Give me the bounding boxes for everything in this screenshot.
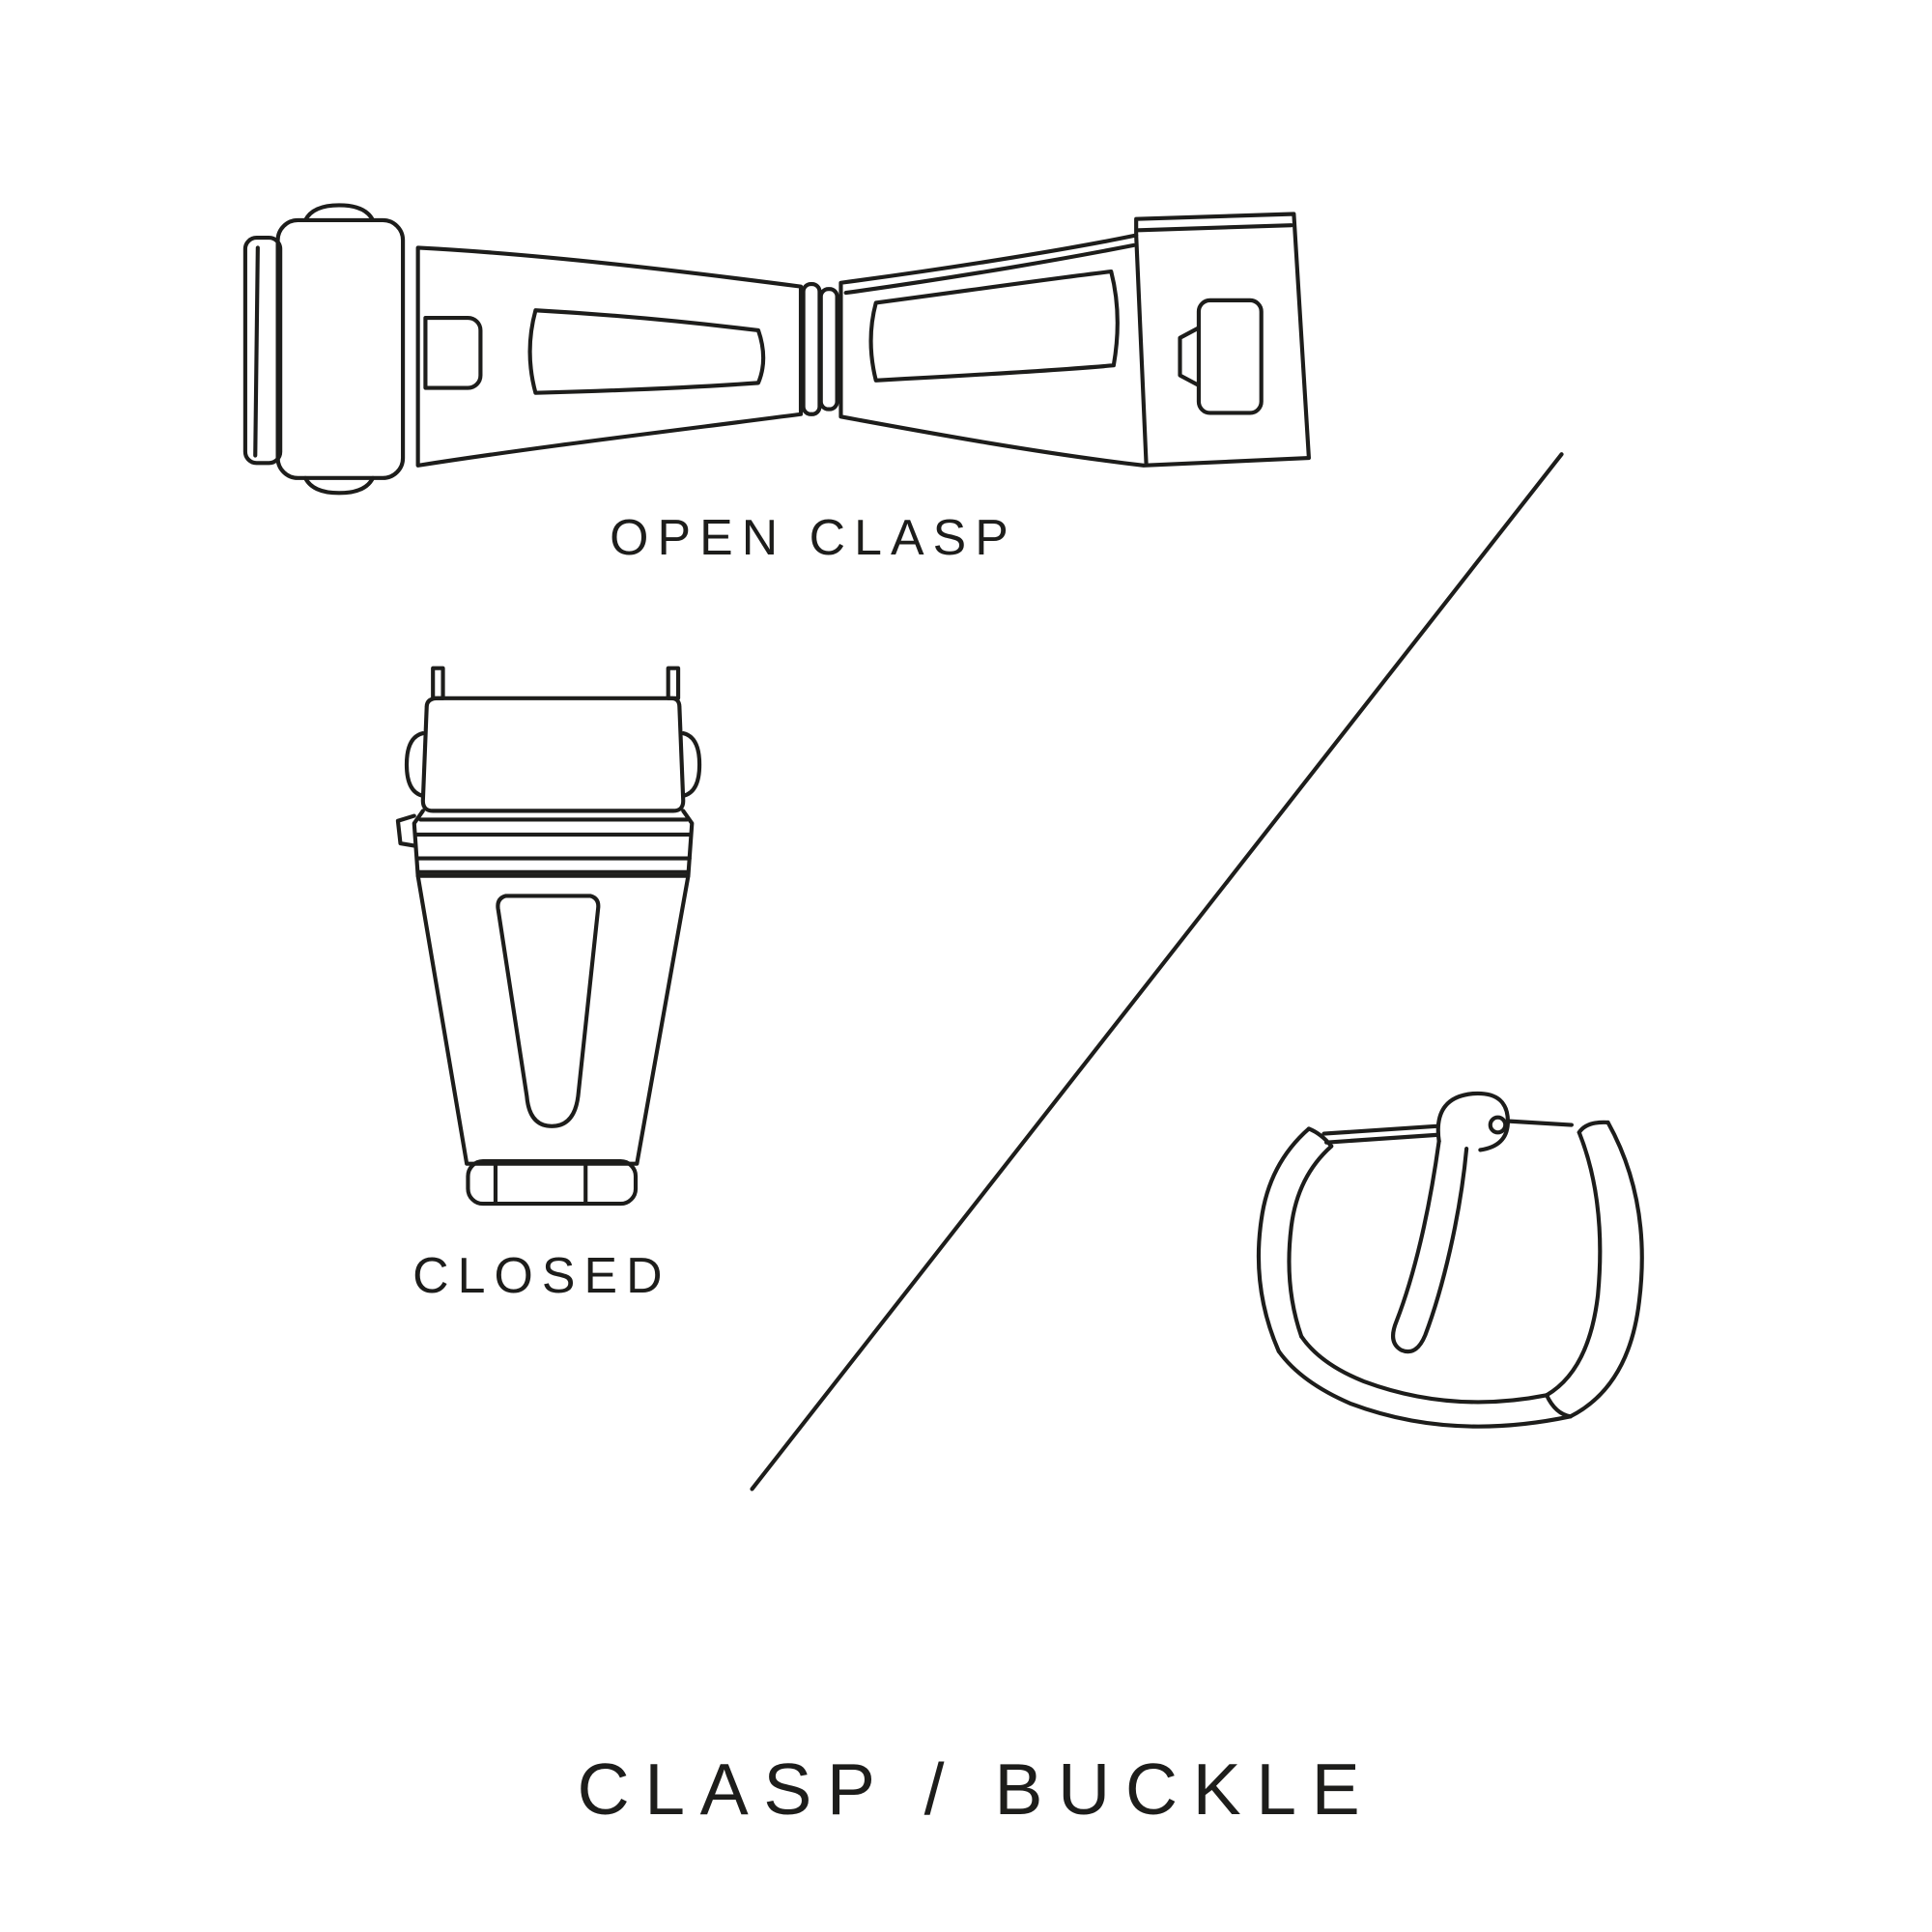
- open-clasp-right-blade: [838, 212, 1311, 468]
- closed-clasp-top-block: [420, 696, 686, 813]
- closed-clasp-bottom-cap: [466, 1159, 639, 1207]
- open-clasp-left-endlink-bar: [242, 236, 283, 466]
- open-clasp-right-catch: [1196, 298, 1264, 415]
- closed-clasp-body-cutout: [496, 894, 601, 1128]
- open-clasp-left-blade-cutout: [527, 308, 766, 395]
- buckle-right-band-top-cap: [1577, 1120, 1610, 1135]
- buckle-tongue-wrap: [1488, 1115, 1508, 1135]
- open-clasp-left-endlink-top-bump: [302, 203, 376, 223]
- open-clasp-illustration: [242, 203, 1311, 496]
- open-clasp-hook: [423, 315, 483, 390]
- open-clasp-hinge-left: [801, 281, 822, 416]
- buckle-left-bar-inner: [1287, 1144, 1334, 1339]
- closed-clasp-prong-left: [431, 666, 445, 700]
- closed-clasp-pusher-left: [404, 730, 425, 798]
- open-clasp-right-catch-notch: [1178, 326, 1202, 388]
- open-clasp-right-endpiece-top-line: [1136, 223, 1293, 233]
- buckle-right-band-inner: [1544, 1130, 1603, 1398]
- open-clasp-left-endlink-outer: [275, 217, 406, 480]
- divider-line: [750, 452, 1564, 1492]
- page-title: CLASP / BUCKLE: [578, 1748, 1376, 1830]
- buckle-tongue-loop: [1435, 1091, 1510, 1152]
- open-clasp-hinge-right: [818, 287, 839, 412]
- closed-clasp-pusher-right: [681, 730, 702, 798]
- open-clasp-left-endlink-bottom-bump: [302, 475, 376, 496]
- open-clasp-left-endlink-edge: [253, 245, 260, 458]
- closed-clasp-illustration: [395, 666, 702, 1207]
- closed-label: CLOSED: [412, 1247, 670, 1303]
- buckle-bottom-band-inner: [1299, 1334, 1549, 1405]
- buckle-bottom-band-outer: [1276, 1349, 1573, 1429]
- closed-clasp-body: [415, 873, 691, 1166]
- buckle-tongue-shaft: [1391, 1139, 1469, 1354]
- closed-clasp-prong-right: [666, 666, 681, 700]
- open-clasp-label: OPEN CLASP: [610, 509, 1017, 565]
- buckle-illustration: [1256, 1091, 1644, 1429]
- buckle-springbar-lower: [1323, 1132, 1439, 1145]
- buckle-right-band-bottom-cap: [1544, 1393, 1573, 1419]
- buckle-springbar-upper: [1321, 1123, 1439, 1136]
- open-clasp-right-endpiece-divider: [1134, 233, 1149, 466]
- buckle-springbar-right: [1507, 1119, 1575, 1127]
- buckle-right-band-outer: [1568, 1120, 1644, 1419]
- closed-clasp-side-tab: [395, 813, 418, 848]
- open-clasp-right-blade-cutout: [868, 270, 1120, 383]
- open-clasp-left-blade: [415, 245, 804, 468]
- open-clasp-right-blade-fold-line: [843, 242, 1136, 296]
- buckle-left-bar-outer: [1256, 1126, 1311, 1354]
